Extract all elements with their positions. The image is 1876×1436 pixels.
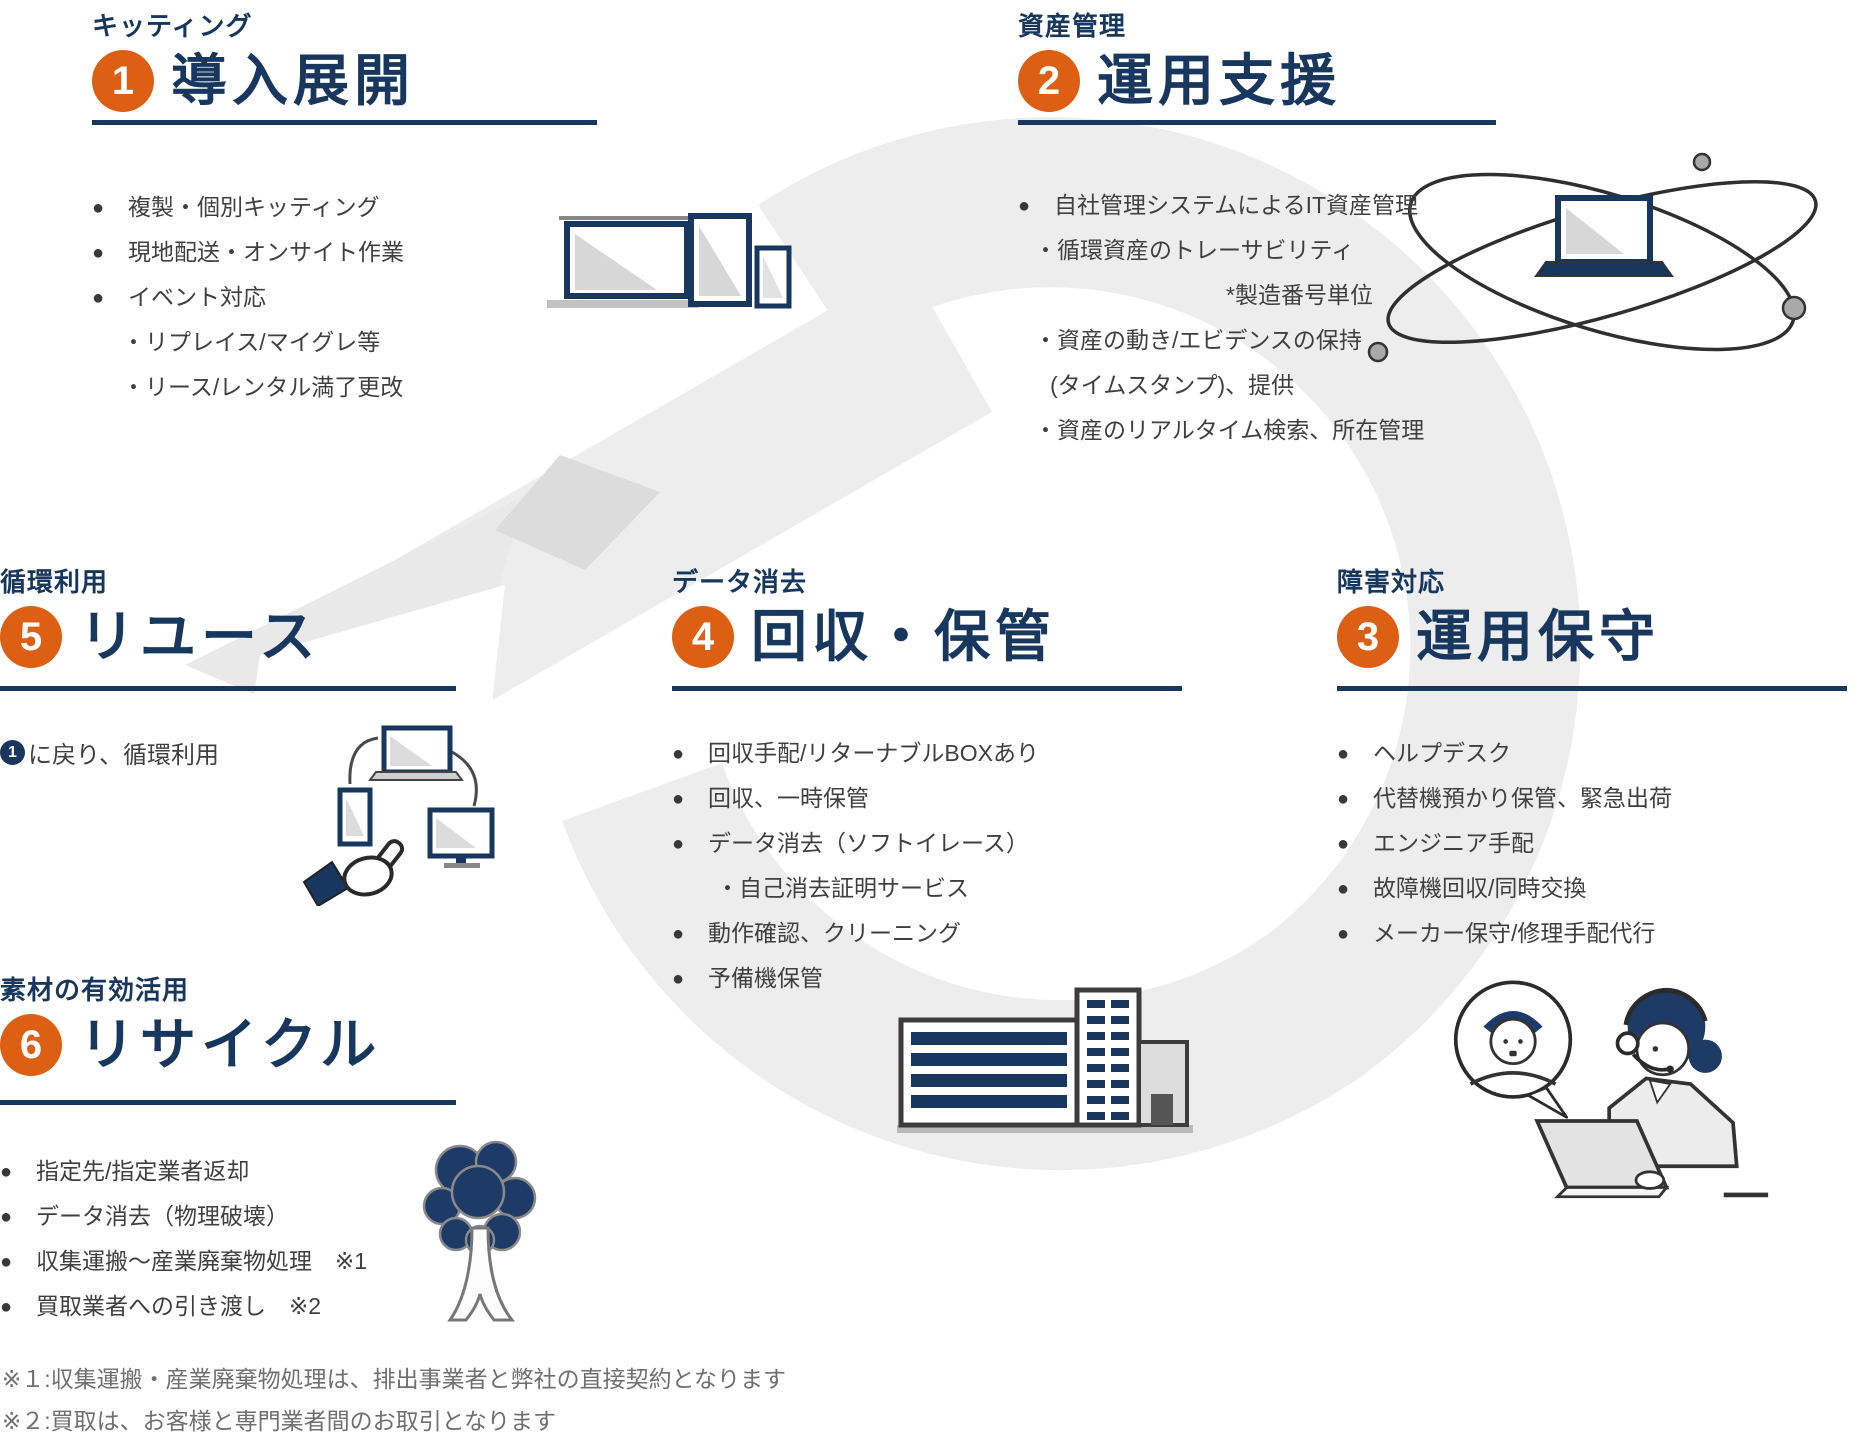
step-number-badge: 5: [0, 606, 62, 668]
feature-item: ●買取業者への引き渡し ※2: [0, 1284, 456, 1329]
footnote-1: ※１:収集運搬・産業廃棄物処理は、排出事業者と弊社の直接契約となります: [2, 1366, 786, 1392]
bullet-dot-icon: ●: [1018, 195, 1031, 217]
section-collection-storage: データ消去 4 回収・保管 ●回収手配/リターナブルBOXあり ●回収、一時保管…: [672, 566, 1182, 1001]
feature-subitem: ・リース/レンタル満了更改: [122, 374, 404, 400]
feature-item: ●自社管理システムによるIT資産管理: [1018, 183, 1496, 228]
feature-list: ●自社管理システムによるIT資産管理 ・循環資産のトレーサビリティ *製造番号単…: [1018, 183, 1496, 453]
section-reuse: 循環利用 5 リユース 1 に戻り、循環利用: [0, 566, 456, 770]
step-number-badge: 6: [0, 1014, 62, 1076]
step-number-badge: 1: [92, 50, 154, 112]
bullet-dot-icon: ●: [0, 1161, 13, 1183]
feature-item: ●収集運搬～産業廃棄物処理 ※1: [0, 1239, 456, 1284]
section-deployment: キッティング 1 導入展開 ●複製・個別キッティング ●現地配送・オンサイト作業…: [92, 10, 597, 410]
feature-item: ●予備機保管: [672, 956, 1182, 1001]
feature-item: ●故障機回収/同時交換: [1337, 866, 1847, 911]
feature-item: ●イベント対応: [92, 275, 597, 320]
reuse-cycle-hand-icon: [302, 725, 495, 906]
bullet-dot-icon: ●: [1337, 923, 1350, 945]
feature-item: ●動作確認、クリーニング: [672, 911, 1182, 956]
bullet-dot-icon: ●: [0, 1251, 13, 1273]
feature-subitem: ・自己消去証明サービス: [716, 875, 969, 901]
feature-list: ●複製・個別キッティング ●現地配送・オンサイト作業 ●イベント対応 ・リプレイ…: [92, 185, 597, 410]
feature-subitem: ・リプレイス/マイグレ等: [122, 329, 381, 355]
bullet-dot-icon: ●: [92, 242, 105, 264]
feature-item: ●エンジニア手配: [1337, 821, 1847, 866]
warehouse-building-icon: [897, 987, 1193, 1133]
feature-item: ●ヘルプデスク: [1337, 731, 1847, 776]
heading-underline: [92, 120, 597, 125]
step-heading: 4 回収・保管: [672, 604, 1182, 670]
category-tag: 循環利用: [0, 567, 109, 597]
bullet-dot-icon: ●: [672, 743, 685, 765]
heading-underline: [1337, 686, 1847, 691]
step-number-badge: 2: [1018, 50, 1080, 112]
bullet-dot-icon: ●: [672, 833, 685, 855]
bullet-dot-icon: ●: [0, 1296, 13, 1318]
step-title: 運用保守: [1416, 605, 1660, 668]
category-tag: データ消去: [672, 567, 808, 597]
step-title: 運用支援: [1097, 49, 1341, 112]
helpdesk-operator-icon: [1453, 980, 1769, 1199]
section-recycle: 素材の有効活用 6 リサイクル ●指定先/指定業者返却 ●データ消去（物理破壊）…: [0, 974, 456, 1329]
step-number-badge: 4: [672, 606, 734, 668]
step-heading: 3 運用保守: [1337, 604, 1847, 670]
asset-orbit-icon: [1367, 152, 1818, 363]
step-heading: 1 導入展開: [92, 48, 597, 114]
feature-item: ●データ消去（物理破壊）: [0, 1194, 456, 1239]
step-title: 回収・保管: [751, 605, 1056, 668]
bullet-dot-icon: ●: [1337, 878, 1350, 900]
step-title: リユース: [79, 605, 321, 668]
bullet-dot-icon: ●: [672, 968, 685, 990]
reuse-note: 1 に戻り、循環利用: [0, 735, 456, 770]
bullet-dot-icon: ●: [672, 923, 685, 945]
category-tag: 素材の有効活用: [0, 975, 190, 1005]
step-heading: 2 運用支援: [1018, 48, 1496, 114]
bullet-dot-icon: ●: [92, 287, 105, 309]
heading-underline: [0, 1100, 456, 1105]
heading-underline: [0, 686, 456, 691]
step-number-badge: 3: [1337, 606, 1399, 668]
bullet-dot-icon: ●: [0, 1206, 13, 1228]
bullet-dot-icon: ●: [1337, 833, 1350, 855]
feature-subitem: ・資産のリアルタイム検索、所在管理: [1034, 417, 1425, 443]
step-1-ref-badge: 1: [0, 740, 25, 765]
section-maintenance: 障害対応 3 運用保守 ●ヘルプデスク ●代替機預かり保管、緊急出荷 ●エンジニ…: [1337, 566, 1847, 956]
feature-subitem: ・循環資産のトレーサビリティ: [1034, 237, 1355, 263]
feature-note: *製造番号単位: [1226, 282, 1373, 308]
feature-list: ●回収手配/リターナブルBOXあり ●回収、一時保管 ●データ消去（ソフトイレー…: [672, 731, 1182, 1001]
heading-underline: [672, 686, 1182, 691]
category-tag: 資産管理: [1018, 11, 1127, 41]
bullet-dot-icon: ●: [1337, 788, 1350, 810]
step-heading: 6 リサイクル: [0, 1012, 456, 1078]
bullet-dot-icon: ●: [1337, 743, 1350, 765]
feature-item: ●指定先/指定業者返却: [0, 1149, 456, 1194]
feature-item: ●代替機預かり保管、緊急出荷: [1337, 776, 1847, 821]
feature-item: ●回収手配/リターナブルBOXあり: [672, 731, 1182, 776]
step-heading: 5 リユース: [0, 604, 456, 670]
feature-list: ●ヘルプデスク ●代替機預かり保管、緊急出荷 ●エンジニア手配 ●故障機回収/同…: [1337, 731, 1847, 956]
category-tag: キッティング: [92, 11, 253, 41]
footnotes: ※１:収集運搬・産業廃棄物処理は、排出事業者と弊社の直接契約となります ※２:買…: [2, 1358, 786, 1436]
feature-list: ●指定先/指定業者返却 ●データ消去（物理破壊） ●収集運搬～産業廃棄物処理 ※…: [0, 1149, 456, 1329]
step-title: リサイクル: [79, 1013, 382, 1076]
footnote-2: ※２:買取は、お客様と専門業者間のお取引となります: [2, 1408, 556, 1434]
feature-continuation: (タイムスタンプ)、提供: [1050, 372, 1295, 398]
heading-underline: [1018, 120, 1496, 125]
feature-subitem: ・資産の動き/エビデンスの保持: [1034, 327, 1362, 353]
step-title: 導入展開: [171, 49, 415, 112]
section-operation-support: 資産管理 2 運用支援 ●自社管理システムによるIT資産管理 ・循環資産のトレー…: [1018, 10, 1496, 453]
feature-item: ●データ消去（ソフトイレース）: [672, 821, 1182, 866]
bullet-dot-icon: ●: [92, 197, 105, 219]
category-tag: 障害対応: [1337, 567, 1446, 597]
bullet-dot-icon: ●: [672, 788, 685, 810]
devices-icon: [547, 213, 792, 309]
feature-item: ●メーカー保守/修理手配代行: [1337, 911, 1847, 956]
feature-item: ●複製・個別キッティング: [92, 185, 597, 230]
tree-icon: [422, 1140, 537, 1322]
feature-item: ●回収、一時保管: [672, 776, 1182, 821]
feature-item: ●現地配送・オンサイト作業: [92, 230, 597, 275]
